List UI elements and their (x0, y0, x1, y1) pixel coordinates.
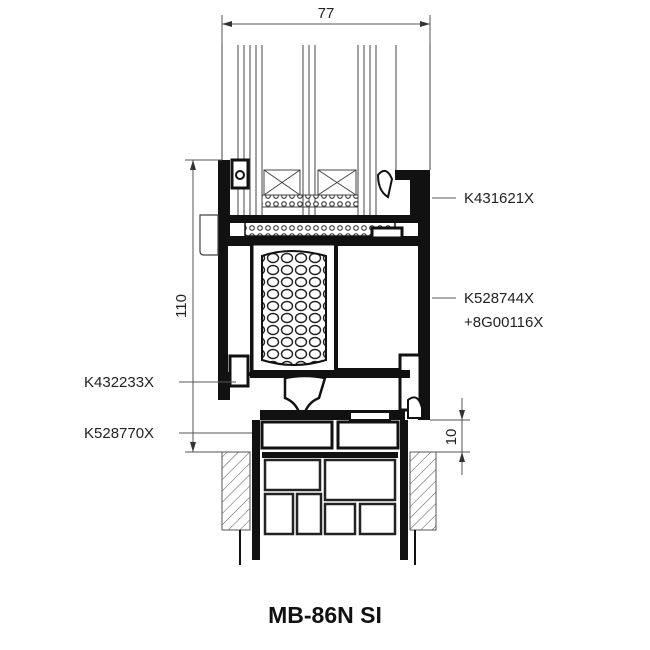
height-dimension: 110 (173, 159, 240, 453)
drawing-title: MB-86N SI (268, 602, 382, 628)
width-dimension: 77 (221, 5, 431, 48)
offset-dimension: 10 (430, 398, 470, 475)
offset-value: 10 (443, 429, 460, 446)
width-value: 77 (318, 5, 335, 22)
label-k432233x: K432233X (84, 374, 154, 391)
part-labels: K431621X K528744X +8G00116X K432233X K52… (84, 190, 543, 442)
glazing-unit (221, 45, 431, 215)
label-8g00116x: +8G00116X (464, 314, 543, 331)
label-k431621x: K431621X (464, 190, 534, 207)
sash-profile (199, 158, 430, 420)
height-value: 110 (173, 294, 190, 318)
label-k528770x: K528770X (84, 425, 154, 442)
frame-profile (221, 410, 437, 565)
label-k528744x: K528744X (464, 290, 534, 307)
